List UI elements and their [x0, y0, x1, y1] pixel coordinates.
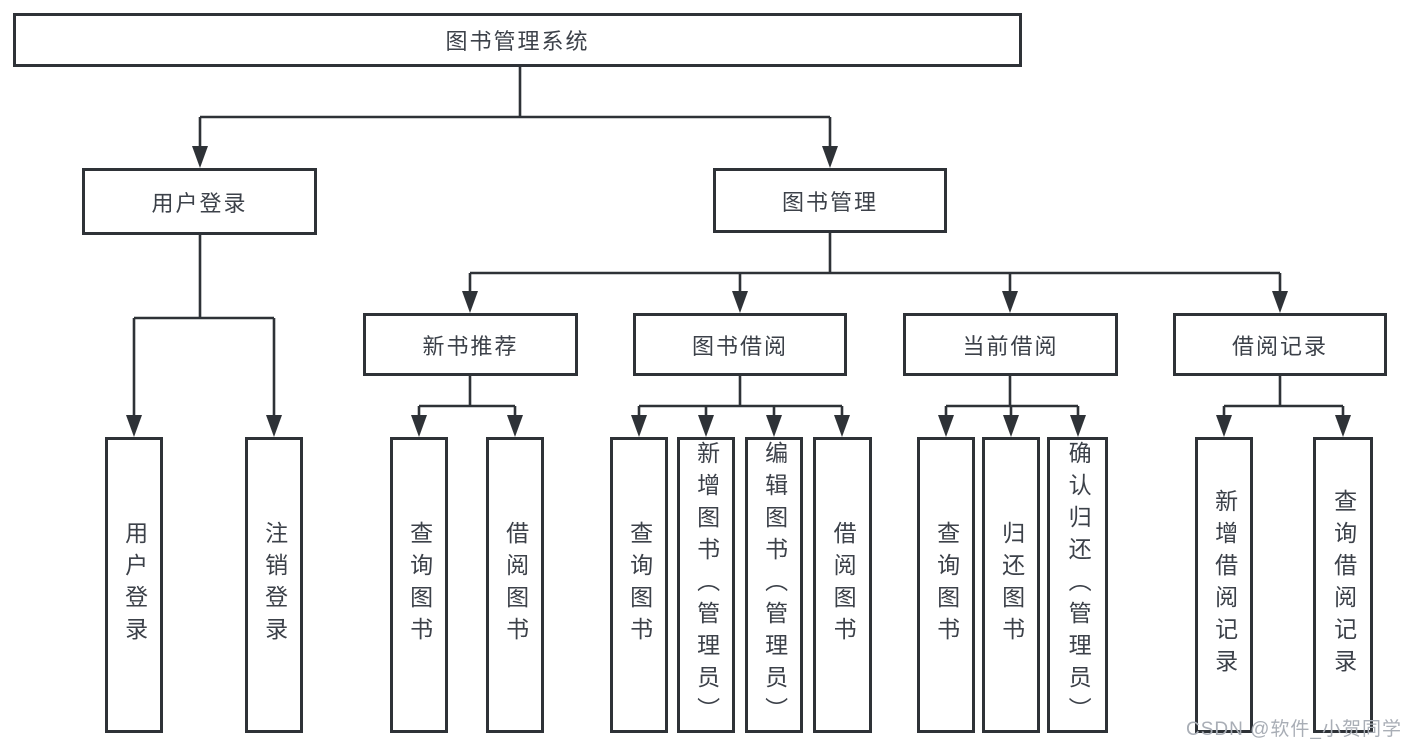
- node-current-borrowing: 当前借阅: [903, 313, 1118, 376]
- connector-line-path: [132, 66, 1345, 419]
- node-book-borrowing: 图书借阅: [633, 313, 847, 376]
- leaf-query-books-recommend: 查询图书: [390, 437, 448, 733]
- node-root-label: 图书管理系统: [445, 29, 590, 54]
- node-borrow-records: 借阅记录: [1173, 313, 1387, 376]
- leaf-edit-books-admin: 编辑图书（管理员）: [745, 437, 803, 733]
- leaf-return-books-label: 归还图书: [998, 521, 1025, 649]
- leaf-query-books-recommend-label: 查询图书: [406, 521, 433, 649]
- leaf-add-borrow-record: 新增借阅记录: [1195, 437, 1253, 733]
- node-new-book-recommend-label: 新书推荐: [422, 333, 519, 359]
- node-new-book-recommend: 新书推荐: [363, 313, 578, 376]
- leaf-user-login: 用户登录: [105, 437, 163, 733]
- leaf-borrow-books-recommend-label: 借阅图书: [502, 521, 529, 649]
- leaf-query-books-borrowing-label: 查询图书: [626, 521, 653, 649]
- leaf-borrow-books: 借阅图书: [813, 437, 872, 733]
- node-borrow-records-label: 借阅记录: [1231, 333, 1328, 359]
- leaf-query-books-current-label: 查询图书: [933, 521, 960, 649]
- node-user-login-label: 用户登录: [151, 190, 248, 216]
- node-current-borrowing-label: 当前借阅: [962, 333, 1059, 359]
- leaf-edit-books-admin-label: 编辑图书（管理员）: [761, 441, 788, 729]
- csdn-watermark: CSDN @软件_小贺同学: [1186, 719, 1402, 740]
- leaf-query-borrow-record: 查询借阅记录: [1313, 437, 1373, 733]
- node-book-management-label: 图书管理: [781, 189, 878, 215]
- leaf-add-borrow-record-label: 新增借阅记录: [1211, 489, 1238, 681]
- leaf-return-books: 归还图书: [982, 437, 1040, 733]
- leaf-query-borrow-record-label: 查询借阅记录: [1330, 489, 1357, 681]
- leaf-query-books-borrowing: 查询图书: [610, 437, 668, 733]
- node-root: 图书管理系统: [13, 13, 1022, 67]
- arrowheads: [126, 146, 1351, 437]
- leaf-logout-label: 注销登录: [261, 521, 288, 649]
- leaf-query-books-current: 查询图书: [917, 437, 975, 733]
- node-user-login: 用户登录: [82, 168, 317, 235]
- leaf-borrow-books-recommend: 借阅图书: [486, 437, 544, 733]
- leaf-add-books-admin-label: 新增图书（管理员）: [693, 441, 720, 729]
- leaf-confirm-return-admin-label: 确认归还（管理员）: [1065, 441, 1092, 729]
- leaf-user-login-label: 用户登录: [121, 521, 148, 649]
- leaf-borrow-books-label: 借阅图书: [830, 521, 857, 649]
- node-book-management: 图书管理: [713, 168, 947, 233]
- node-book-borrowing-label: 图书借阅: [691, 333, 788, 359]
- leaf-confirm-return-admin: 确认归还（管理员）: [1047, 437, 1108, 733]
- leaf-logout: 注销登录: [245, 437, 303, 733]
- leaf-add-books-admin: 新增图书（管理员）: [677, 437, 735, 733]
